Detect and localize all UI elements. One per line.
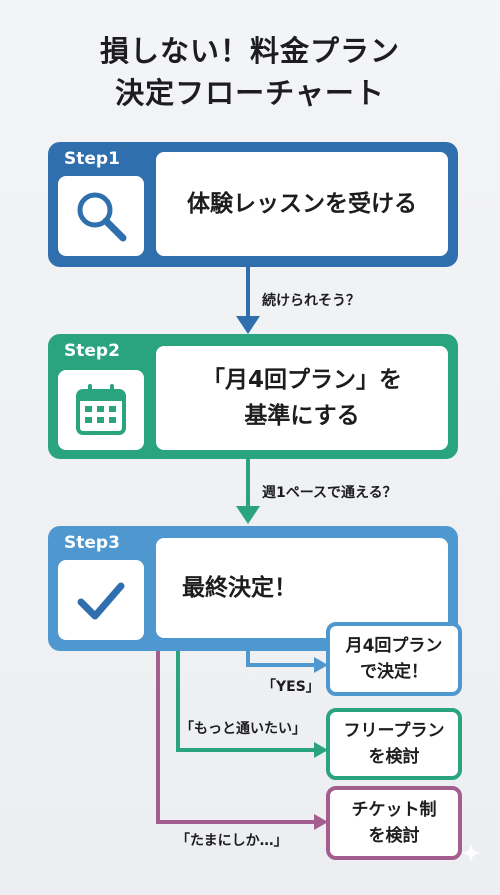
step2-card: Step2 「月4回プラン」を 基準にする bbox=[48, 334, 458, 459]
outcome-free-plan: フリープラン を検討 bbox=[326, 708, 462, 780]
branch-more-line bbox=[176, 640, 316, 752]
outcome-monthly-plan: 月4回プラン で決定！ bbox=[326, 622, 462, 696]
branch-rarely-line bbox=[156, 640, 316, 824]
step2-label: Step2 bbox=[64, 341, 120, 361]
step3-icon-box bbox=[58, 560, 144, 640]
step3-text: 最終決定！ bbox=[182, 575, 297, 601]
step2-text-line-1: 「月4回プラン」を bbox=[201, 367, 402, 393]
outcome-3-text-line-2: を検討 bbox=[368, 826, 420, 846]
step1-text-box: 体験レッスンを受ける bbox=[156, 152, 448, 256]
transition-label-1: 続けられそう？ bbox=[262, 293, 360, 309]
calendar-icon bbox=[76, 384, 126, 435]
outcome-3-text-line-1: チケット制 bbox=[351, 800, 437, 820]
outcome-2-text-line-2: を検討 bbox=[368, 747, 420, 767]
step2-text-box: 「月4回プラン」を 基準にする bbox=[156, 346, 448, 450]
condition-label-more: 「もっと通いたい」 bbox=[180, 721, 306, 737]
step1-icon-box bbox=[58, 176, 144, 256]
checkmark-icon bbox=[77, 582, 125, 620]
condition-label-yes: 「YES」 bbox=[262, 679, 320, 695]
title-line-1: 損しない！料金プラン bbox=[99, 34, 400, 68]
condition-label-rarely: 「たまにしか…」 bbox=[176, 833, 288, 849]
step3-text-box: 最終決定！ bbox=[156, 538, 448, 638]
transition-label-2: 週1ペースで通える？ bbox=[262, 485, 397, 501]
branch-yes-arrowhead bbox=[314, 657, 328, 673]
step1-text: 体験レッスンを受ける bbox=[187, 191, 417, 217]
page-title: 損しない！料金プラン 決定フローチャート bbox=[0, 30, 500, 114]
step3-label: Step3 bbox=[64, 533, 120, 553]
step3-card: Step3 最終決定！ bbox=[48, 526, 458, 651]
outcome-2-text-line-1: フリープラン bbox=[343, 721, 445, 741]
branch-more-arrowhead bbox=[314, 742, 328, 758]
outcome-1-text-line-1: 月4回プラン bbox=[345, 636, 443, 656]
step1-label: Step1 bbox=[64, 149, 120, 169]
title-line-2: 決定フローチャート bbox=[115, 76, 385, 110]
sparkle-icon bbox=[461, 843, 481, 863]
arrowhead-step2-to-step3 bbox=[236, 506, 260, 524]
arrowhead-step1-to-step2 bbox=[236, 316, 260, 334]
outcome-1-text-line-2: で決定！ bbox=[360, 662, 428, 682]
step2-text-line-2: 基準にする bbox=[244, 403, 360, 429]
branch-rarely-arrowhead bbox=[314, 814, 328, 830]
step1-card: Step1 体験レッスンを受ける bbox=[48, 142, 458, 267]
magnifier-icon bbox=[77, 192, 127, 242]
outcome-ticket-plan: チケット制 を検討 bbox=[326, 786, 462, 860]
step2-icon-box bbox=[58, 370, 144, 450]
